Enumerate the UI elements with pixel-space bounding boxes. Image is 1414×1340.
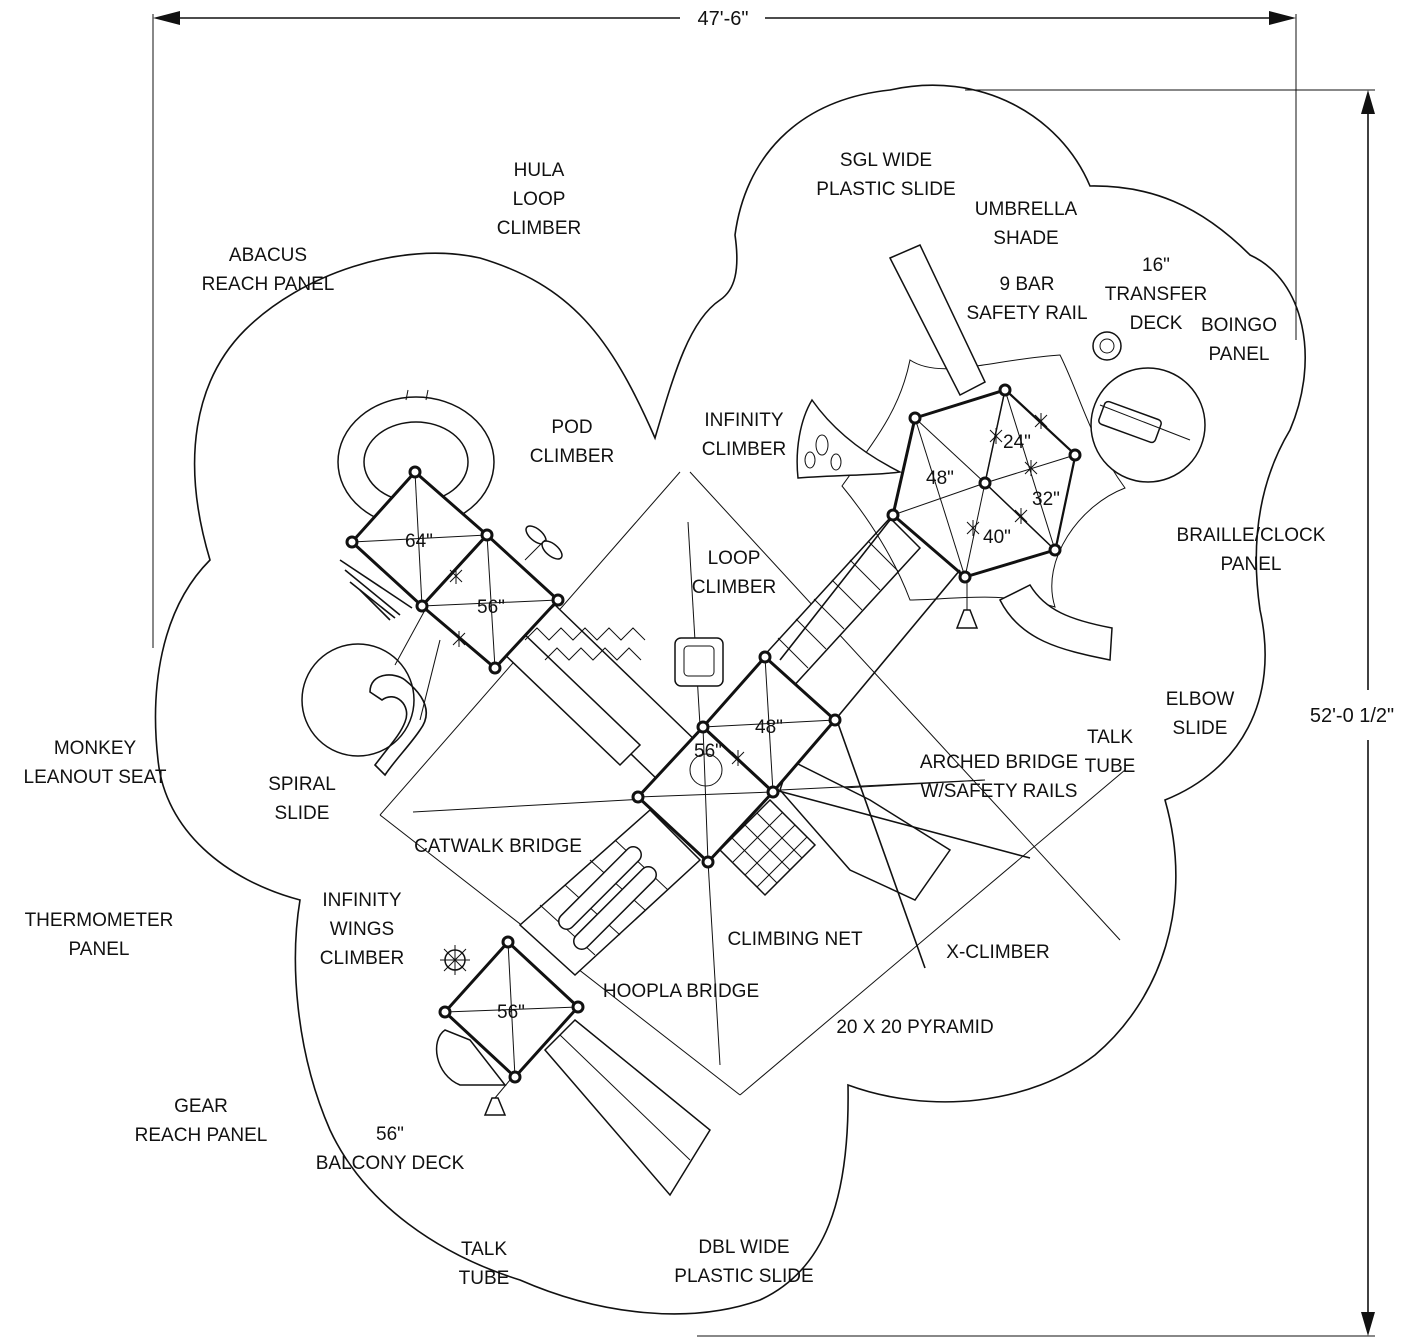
- component-labels: HULA LOOP CLIMBER ABACUS REACH PANEL SGL WIDE…: [24, 150, 1326, 1289]
- deck-56-c: [435, 939, 581, 1086]
- loop-climber-shape: [674, 637, 724, 687]
- label-wings-line-2: WINGS: [330, 919, 394, 940]
- label-monkey-line-1: MONKEY: [54, 738, 137, 759]
- label-safety-rail-line-2: SAFETY RAIL: [966, 303, 1087, 324]
- talk-tube-top: [1092, 331, 1122, 361]
- hoopla-bridge: [518, 808, 702, 977]
- label-spiral-line-1: SPIRAL: [268, 774, 336, 795]
- monkey-seat-gadget: [955, 582, 979, 629]
- label-pod-line-1: POD: [551, 417, 592, 438]
- label-umbrella-line-1: UMBRELLA: [975, 199, 1078, 220]
- label-hula-line-2: LOOP: [513, 189, 566, 210]
- deck-56-a-label: 56": [477, 597, 505, 618]
- talk-tube-bottom-gadget: [483, 1079, 511, 1116]
- deck-56-b: [635, 724, 776, 865]
- label-boingo-line-2: PANEL: [1209, 344, 1270, 365]
- label-talk-bottom-line-1: TALK: [461, 1239, 507, 1260]
- hula-loop-climber: [337, 389, 495, 528]
- label-braille-line-2: PANEL: [1221, 554, 1282, 575]
- label-talk-right-line-1: TALK: [1087, 727, 1133, 748]
- label-transfer-line-1: 16": [1142, 255, 1170, 276]
- label-arched-line-2: W/SAFETY RAILS: [921, 781, 1078, 802]
- label-thermometer-line-2: PANEL: [69, 939, 130, 960]
- climbing-net: [718, 798, 817, 897]
- label-abacus-line-1: ABACUS: [229, 245, 307, 266]
- label-safety-rail-line-1: 9 BAR: [1000, 274, 1055, 295]
- label-thermometer-line-1: THERMOMETER: [25, 910, 174, 931]
- deck-32-label: 32": [1032, 489, 1060, 510]
- label-sgl-slide-line-2: PLASTIC SLIDE: [816, 179, 955, 200]
- elbow-slide: [998, 584, 1113, 661]
- deck-24-label: 24": [1003, 432, 1031, 453]
- label-talk-right-line-2: TUBE: [1085, 756, 1136, 777]
- label-net-line-1: CLIMBING NET: [727, 929, 863, 950]
- label-talk-bottom-line-2: TUBE: [459, 1268, 510, 1289]
- abacus-ladder: [339, 559, 413, 621]
- label-sgl-slide-line-1: SGL WIDE: [840, 150, 932, 171]
- star-markers: [449, 413, 1048, 766]
- label-transfer-line-3: DECK: [1130, 313, 1183, 334]
- deck-posts: [345, 383, 1082, 1084]
- label-arched-line-1: ARCHED BRIDGE: [920, 752, 1078, 773]
- label-boingo-line-1: BOINGO: [1201, 315, 1277, 336]
- transfer-deck-circle: [1090, 367, 1206, 483]
- spiral-slide: [301, 609, 441, 777]
- deck-48-b-label: 48": [926, 468, 954, 489]
- arched-bridge: [758, 516, 922, 692]
- label-dbl-slide-line-1: DBL WIDE: [698, 1237, 789, 1258]
- deck-56-c-label: 56": [497, 1002, 525, 1023]
- use-zone-outline: [154, 84, 1306, 1315]
- deck-40-label: 40": [983, 527, 1011, 548]
- label-gear-line-1: GEAR: [174, 1096, 228, 1117]
- label-dbl-slide-line-2: PLASTIC SLIDE: [674, 1266, 813, 1287]
- label-hula-line-3: CLIMBER: [497, 218, 581, 239]
- deck-64-label: 64": [405, 531, 433, 552]
- label-pyramid-line-1: 20 X 20 PYRAMID: [836, 1017, 993, 1038]
- deck-48-a-label: 48": [755, 717, 783, 738]
- label-wings-line-3: CLIMBER: [320, 948, 404, 969]
- label-balcony-line-2: BALCONY DECK: [316, 1153, 465, 1174]
- label-elbow-line-2: SLIDE: [1173, 718, 1228, 739]
- deck-64: [349, 469, 490, 609]
- label-hula-line-1: HULA: [514, 160, 565, 181]
- label-transfer-line-2: TRANSFER: [1105, 284, 1207, 305]
- label-monkey-line-2: LEANOUT SEAT: [24, 767, 167, 788]
- gear-reach-gadget: [440, 945, 470, 975]
- label-braille-line-1: BRAILLE/CLOCK: [1177, 525, 1326, 546]
- deck-height-labels: 64" 56" 48" 56" 56" 48" 24" 32" 40": [405, 432, 1060, 1023]
- label-abacus-line-2: REACH PANEL: [202, 274, 335, 295]
- label-balcony-line-1: 56": [376, 1124, 404, 1145]
- label-xclimber-line-1: X-CLIMBER: [946, 942, 1049, 963]
- width-dimension-label: 47'-6": [698, 8, 749, 30]
- umbrella-shade: [841, 354, 1126, 608]
- height-dimension: 52'-0 1/2": [697, 89, 1394, 1337]
- height-dimension-label: 52'-0 1/2": [1310, 705, 1394, 727]
- dbl-wide-slide: [543, 1018, 711, 1197]
- pyramid-legs: [779, 519, 961, 721]
- label-catwalk-line-1: CATWALK BRIDGE: [414, 836, 582, 857]
- width-dimension: 47'-6": [152, 8, 1297, 648]
- label-infinity-line-2: CLIMBER: [702, 439, 786, 460]
- sgl-wide-slide: [888, 244, 986, 397]
- label-hoopla-line-1: HOOPLA BRIDGE: [603, 981, 759, 1002]
- label-pod-line-2: CLIMBER: [530, 446, 614, 467]
- label-loop-line-1: LOOP: [708, 548, 761, 569]
- label-wings-line-1: INFINITY: [322, 890, 401, 911]
- infinity-climber-shape: [796, 398, 903, 479]
- deck-56-b-label: 56": [694, 741, 722, 762]
- label-loop-line-2: CLIMBER: [692, 577, 776, 598]
- label-infinity-line-1: INFINITY: [704, 410, 783, 431]
- label-spiral-line-2: SLIDE: [275, 803, 330, 824]
- label-umbrella-line-2: SHADE: [993, 228, 1058, 249]
- label-elbow-line-1: ELBOW: [1166, 689, 1235, 710]
- pod-climber-shape: [524, 525, 563, 561]
- x-climber: [774, 714, 1031, 969]
- label-gear-line-2: REACH PANEL: [135, 1125, 268, 1146]
